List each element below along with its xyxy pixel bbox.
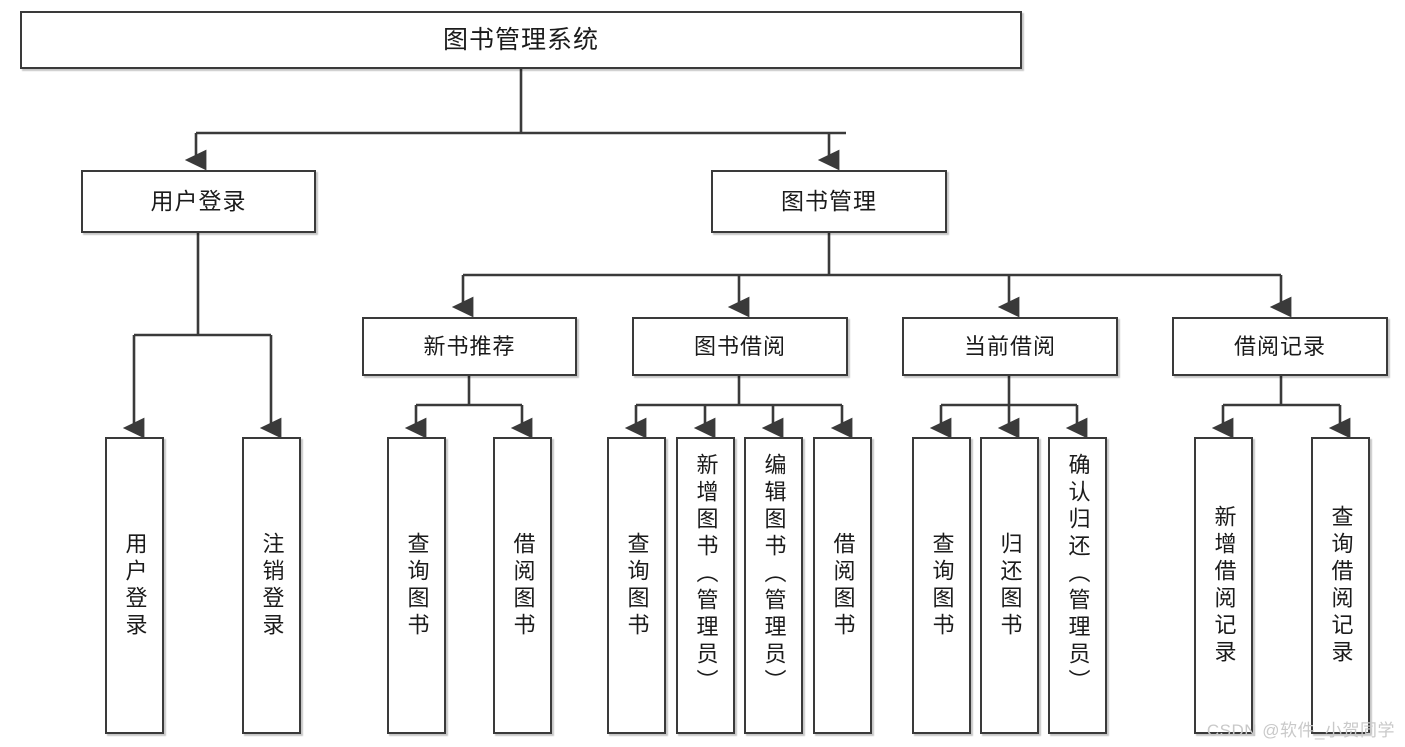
leaf-label: 编辑图书（管理员）	[761, 453, 787, 696]
leaf-label: 查询图书	[404, 531, 430, 640]
leaf-label: 查询图书	[929, 531, 955, 640]
leaf-book-borrow-edit-book-admin[interactable]: 编辑图书（管理员）	[744, 437, 803, 734]
leaf-label: 注销登录	[259, 531, 285, 640]
leaf-label: 查询借阅记录	[1328, 504, 1354, 667]
node-borrow-record[interactable]: 借阅记录	[1172, 317, 1388, 376]
node-current-borrow[interactable]: 当前借阅	[902, 317, 1118, 376]
leaf-label: 归还图书	[997, 531, 1023, 640]
leaf-current-borrow-confirm-return-admin[interactable]: 确认归还（管理员）	[1048, 437, 1107, 734]
node-book-borrow[interactable]: 图书借阅	[632, 317, 848, 376]
leaf-label: 新增借阅记录	[1211, 504, 1237, 667]
leaf-new-book-borrow-book[interactable]: 借阅图书	[493, 437, 552, 734]
node-label: 当前借阅	[963, 333, 1056, 359]
node-label: 用户登录	[150, 188, 247, 215]
node-label: 图书管理系统	[442, 25, 599, 54]
leaf-label: 借阅图书	[510, 531, 536, 640]
leaf-current-borrow-query-book[interactable]: 查询图书	[912, 437, 971, 734]
node-label: 图书管理	[781, 188, 877, 215]
node-book-management-system[interactable]: 图书管理系统	[20, 11, 1022, 69]
node-new-book-recommend[interactable]: 新书推荐	[362, 317, 577, 376]
node-label: 借阅记录	[1233, 333, 1326, 359]
node-user-login[interactable]: 用户登录	[81, 170, 316, 233]
leaf-book-borrow-borrow-book[interactable]: 借阅图书	[813, 437, 872, 734]
leaf-user-login-logout[interactable]: 注销登录	[242, 437, 301, 734]
leaf-new-book-query-book[interactable]: 查询图书	[387, 437, 446, 734]
node-label: 图书借阅	[693, 333, 786, 359]
leaf-label: 确认归还（管理员）	[1065, 453, 1091, 696]
leaf-label: 借阅图书	[830, 531, 856, 640]
leaf-label: 用户登录	[122, 531, 148, 640]
leaf-current-borrow-return-book[interactable]: 归还图书	[980, 437, 1039, 734]
node-label: 新书推荐	[423, 333, 516, 359]
leaf-label: 新增图书（管理员）	[693, 453, 719, 696]
node-book-management[interactable]: 图书管理	[711, 170, 947, 233]
leaf-book-borrow-add-book-admin[interactable]: 新增图书（管理员）	[676, 437, 735, 734]
leaf-borrow-record-add-record[interactable]: 新增借阅记录	[1194, 437, 1253, 734]
leaf-book-borrow-query-book[interactable]: 查询图书	[607, 437, 666, 734]
leaf-label: 查询图书	[624, 531, 650, 640]
leaf-borrow-record-query-record[interactable]: 查询借阅记录	[1311, 437, 1370, 734]
leaf-user-login-login[interactable]: 用户登录	[105, 437, 164, 734]
